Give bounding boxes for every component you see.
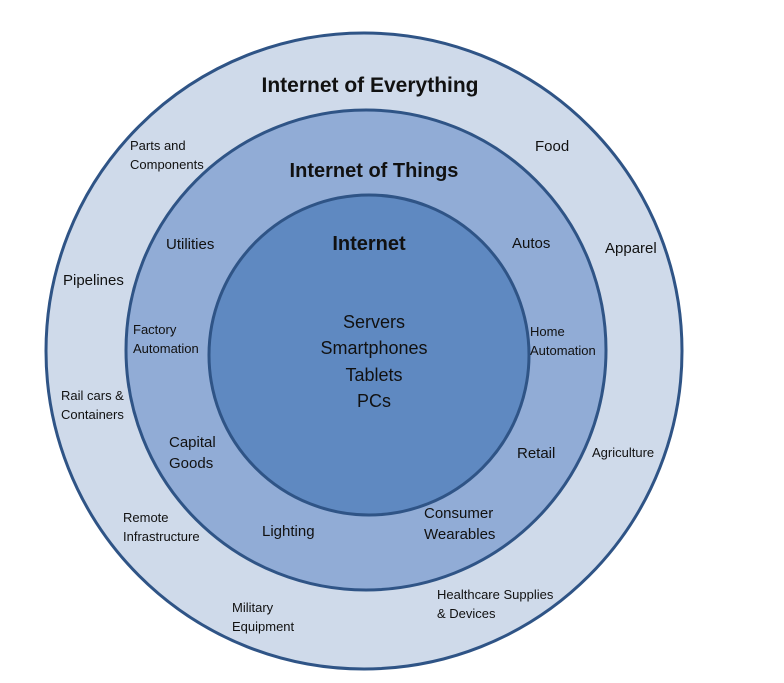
middle-ring-items: Utilities Autos Factory Automation Home … bbox=[133, 235, 596, 543]
outer-item-apparel: Apparel bbox=[605, 240, 657, 257]
outer-item-military-equipment: Military Equipment bbox=[232, 600, 295, 634]
inner-circle-items: Servers Smartphones Tablets PCs bbox=[320, 312, 427, 411]
inner-item-smartphones: Smartphones bbox=[320, 338, 427, 358]
middle-item-retail: Retail bbox=[517, 445, 555, 462]
middle-item-capital-goods: Capital Goods bbox=[169, 434, 220, 472]
outer-item-parts-and-components: Parts and Components bbox=[130, 138, 204, 172]
middle-item-consumer-wearables: Consumer Wearables bbox=[424, 505, 497, 543]
inner-item-tablets: Tablets bbox=[345, 365, 402, 385]
middle-item-factory-automation: Factory Automation bbox=[133, 322, 199, 356]
outer-item-healthcare-supplies-devices: Healthcare Supplies & Devices bbox=[437, 587, 557, 621]
outer-ring-items: Parts and Components Food Apparel Pipeli… bbox=[61, 138, 657, 634]
middle-item-autos: Autos bbox=[512, 235, 550, 252]
inner-circle-title: Internet bbox=[332, 233, 406, 255]
outer-item-rail-cars-containers: Rail cars & Containers bbox=[61, 388, 127, 422]
middle-item-lighting: Lighting bbox=[262, 523, 315, 540]
inner-circle bbox=[207, 193, 531, 517]
middle-ring-title: Internet of Things bbox=[290, 160, 459, 182]
outer-item-agriculture: Agriculture bbox=[592, 445, 654, 460]
outer-item-pipelines: Pipelines bbox=[63, 272, 124, 289]
outer-ring-title: Internet of Everything bbox=[261, 74, 478, 97]
middle-item-home-automation: Home Automation bbox=[530, 324, 596, 358]
outer-item-remote-infrastructure: Remote Infrastructure bbox=[123, 510, 200, 544]
middle-item-utilities: Utilities bbox=[166, 236, 214, 253]
inner-item-servers: Servers bbox=[343, 312, 405, 332]
inner-item-pcs: PCs bbox=[357, 391, 391, 411]
outer-item-food: Food bbox=[535, 138, 569, 155]
